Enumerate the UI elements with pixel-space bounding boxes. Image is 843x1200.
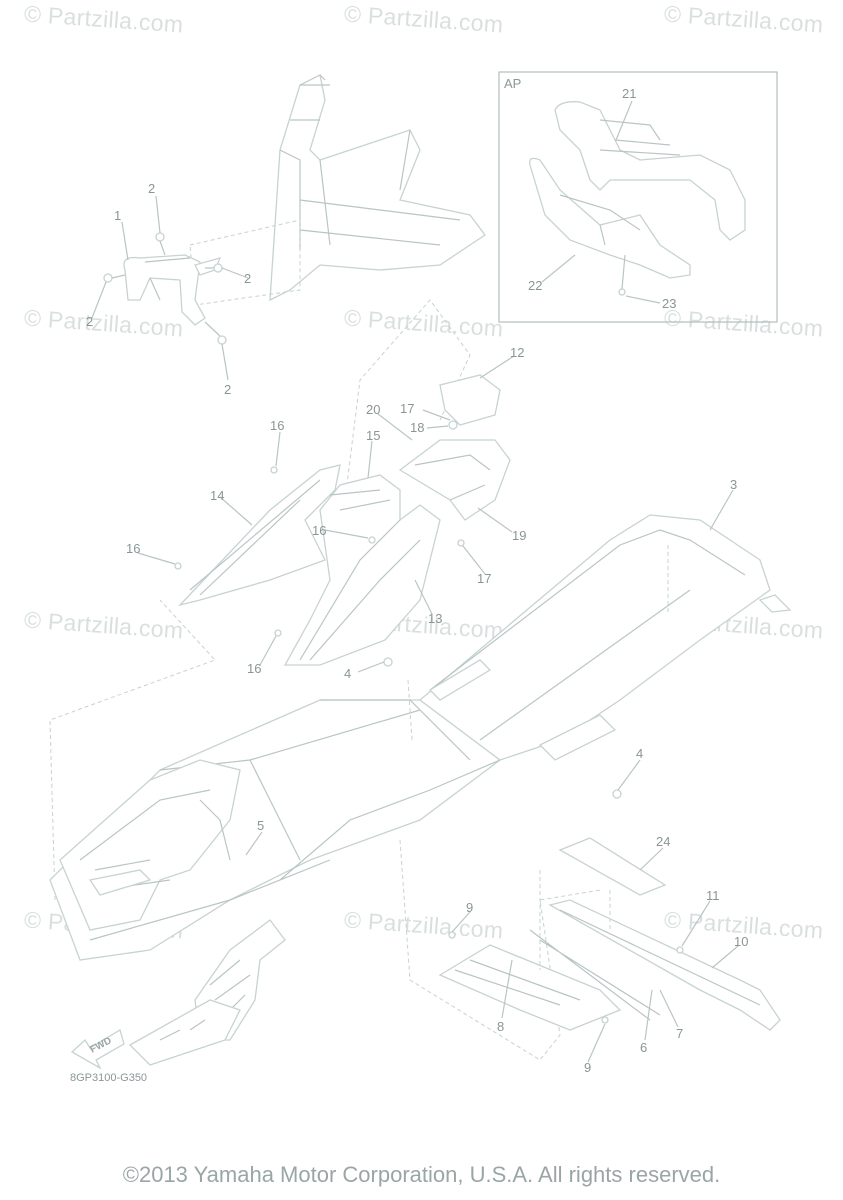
callout-18: 18 [410,420,424,435]
callout-13: 13 [428,611,442,626]
copyright-notice: ©2013 Yamaha Motor Corporation, U.S.A. A… [122,1162,721,1187]
callout-16: 16 [270,418,284,433]
part-3-rail [407,514,792,761]
running-board-parts [438,837,781,1031]
callout-17: 17 [400,401,414,416]
callout-8: 8 [497,1019,504,1034]
callout-12: 12 [510,345,524,360]
callout-9: 9 [584,1060,591,1075]
part-13-15-cowl [274,474,441,666]
callout-4: 4 [344,666,351,681]
callout-14: 14 [210,488,224,503]
callout-16: 16 [126,541,140,556]
lower-frame [128,839,601,1066]
callout-5: 5 [257,818,264,833]
diagram-code: 8GP3100-G350 [70,1072,148,1084]
callout-3: 3 [730,477,737,492]
callout-2: 2 [244,271,251,286]
callout-2: 2 [224,382,231,397]
callout-4: 4 [636,746,643,761]
inset-label: AP [504,76,521,91]
callout-16: 16 [247,661,261,676]
fwd-arrow: FWD [70,1029,125,1070]
callout-10: 10 [734,934,748,949]
callout-23: 23 [662,296,676,311]
callout-17: 17 [477,571,491,586]
part-4-brackets [383,657,622,799]
callout-7: 7 [676,1026,683,1041]
main-tunnel [49,599,502,961]
callout-11: 11 [706,888,720,903]
callout-24: 24 [656,834,670,849]
inset-box-ap: AP [498,71,778,323]
callout-22: 22 [528,278,542,293]
part-14-side-cover [174,464,341,607]
callout-6: 6 [640,1040,647,1055]
callout-2: 2 [86,314,93,329]
callout-16: 16 [312,523,326,538]
callout-2: 2 [148,181,155,196]
callout-1: 1 [114,208,121,223]
rear-rack-assembly [189,74,486,306]
leader-lines [91,100,739,1063]
callout-numbers: 1 2 2 2 2 2 3 4 4 5 6 7 8 9 9 10 11 12 1… [86,86,748,1075]
callout-19: 19 [512,528,526,543]
callout-20: 20 [366,402,380,417]
callout-9: 9 [466,900,473,915]
part-1-grab-bar [103,232,227,345]
callout-21: 21 [622,86,636,101]
callout-15: 15 [366,428,380,443]
tail-light-group [344,299,511,547]
